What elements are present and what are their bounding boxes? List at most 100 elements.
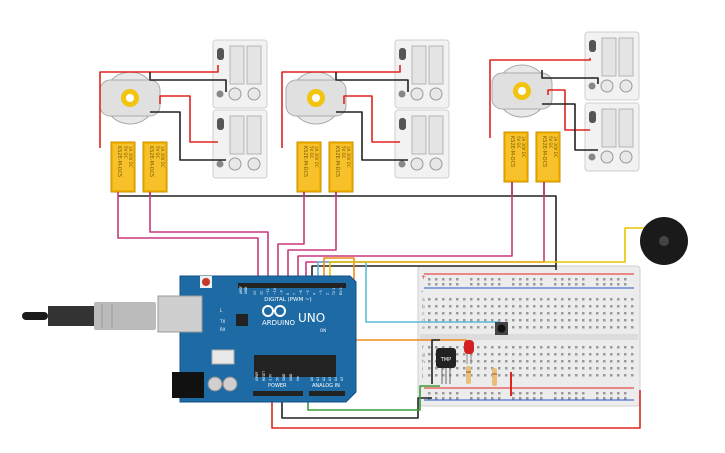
breadboard-hole[interactable] (554, 312, 557, 315)
breadboard-hole[interactable] (498, 305, 501, 308)
breadboard-hole[interactable] (554, 374, 557, 377)
breadboard-hole[interactable] (589, 367, 592, 370)
breadboard-hole[interactable] (533, 392, 536, 395)
breadboard-hole[interactable] (533, 374, 536, 377)
breadboard-hole[interactable] (610, 392, 613, 395)
breadboard-hole[interactable] (442, 392, 445, 395)
breadboard-hole[interactable] (603, 360, 606, 363)
breadboard-hole[interactable] (449, 298, 452, 301)
breadboard-hole[interactable] (491, 392, 494, 395)
breadboard-hole[interactable] (491, 326, 494, 329)
breadboard-hole[interactable] (561, 278, 564, 281)
breadboard-hole[interactable] (526, 367, 529, 370)
breadboard-hole[interactable] (582, 312, 585, 315)
breadboard-hole[interactable] (568, 278, 571, 281)
breadboard-hole[interactable] (617, 346, 620, 349)
breadboard-hole[interactable] (624, 326, 627, 329)
breadboard-hole[interactable] (512, 278, 515, 281)
breadboard-hole[interactable] (610, 305, 613, 308)
breadboard-hole[interactable] (617, 319, 620, 322)
breadboard-hole[interactable] (589, 298, 592, 301)
breadboard-hole[interactable] (526, 283, 529, 286)
breadboard-hole[interactable] (561, 367, 564, 370)
breadboard-hole[interactable] (470, 298, 473, 301)
breadboard-hole[interactable] (624, 283, 627, 286)
breadboard-hole[interactable] (575, 312, 578, 315)
breadboard-hole[interactable] (498, 360, 501, 363)
breadboard-hole[interactable] (512, 319, 515, 322)
breadboard-hole[interactable] (491, 305, 494, 308)
breadboard-hole[interactable] (505, 312, 508, 315)
breadboard-hole[interactable] (561, 298, 564, 301)
breadboard-hole[interactable] (442, 319, 445, 322)
breadboard-hole[interactable] (582, 346, 585, 349)
breadboard-hole[interactable] (456, 397, 459, 400)
breadboard-hole[interactable] (491, 278, 494, 281)
breadboard-hole[interactable] (575, 298, 578, 301)
breadboard-hole[interactable] (554, 353, 557, 356)
breadboard-hole[interactable] (561, 283, 564, 286)
breadboard-hole[interactable] (596, 298, 599, 301)
breadboard-hole[interactable] (610, 353, 613, 356)
breadboard-hole[interactable] (631, 353, 634, 356)
breadboard-hole[interactable] (449, 278, 452, 281)
breadboard-hole[interactable] (624, 353, 627, 356)
breadboard-hole[interactable] (470, 397, 473, 400)
breadboard-hole[interactable] (547, 353, 550, 356)
breadboard-hole[interactable] (533, 305, 536, 308)
breadboard-hole[interactable] (505, 367, 508, 370)
breadboard-hole[interactable] (589, 353, 592, 356)
temperature-sensor[interactable]: TMP (436, 348, 456, 384)
breadboard-hole[interactable] (449, 305, 452, 308)
breadboard-hole[interactable] (512, 326, 515, 329)
breadboard-hole[interactable] (463, 367, 466, 370)
breadboard-hole[interactable] (428, 346, 431, 349)
breadboard-hole[interactable] (603, 298, 606, 301)
breadboard-hole[interactable] (582, 326, 585, 329)
breadboard-hole[interactable] (512, 298, 515, 301)
breadboard-hole[interactable] (519, 298, 522, 301)
breadboard-hole[interactable] (428, 326, 431, 329)
breadboard-hole[interactable] (575, 367, 578, 370)
breadboard-hole[interactable] (617, 278, 620, 281)
breadboard-hole[interactable] (631, 360, 634, 363)
breadboard-hole[interactable] (568, 367, 571, 370)
breadboard-hole[interactable] (505, 374, 508, 377)
breadboard-hole[interactable] (603, 367, 606, 370)
breadboard-hole[interactable] (617, 305, 620, 308)
breadboard-hole[interactable] (463, 326, 466, 329)
breadboard-hole[interactable] (519, 305, 522, 308)
relay[interactable]: KS2E-M-DC5 5V DC 1A 30V DC (503, 131, 529, 183)
power-supply[interactable] (584, 102, 640, 172)
breadboard-hole[interactable] (589, 305, 592, 308)
breadboard-hole[interactable] (463, 305, 466, 308)
breadboard-hole[interactable] (456, 319, 459, 322)
breadboard-hole[interactable] (596, 312, 599, 315)
breadboard-hole[interactable] (484, 326, 487, 329)
breadboard-hole[interactable] (561, 353, 564, 356)
breadboard-hole[interactable] (526, 392, 529, 395)
breadboard-hole[interactable] (554, 326, 557, 329)
breadboard-hole[interactable] (540, 360, 543, 363)
breadboard-hole[interactable] (491, 353, 494, 356)
breadboard-hole[interactable] (610, 326, 613, 329)
breadboard-hole[interactable] (505, 319, 508, 322)
breadboard-hole[interactable] (589, 312, 592, 315)
breadboard-hole[interactable] (540, 319, 543, 322)
breadboard-hole[interactable] (582, 392, 585, 395)
breadboard-hole[interactable] (449, 326, 452, 329)
breadboard-hole[interactable] (540, 397, 543, 400)
breadboard-hole[interactable] (582, 360, 585, 363)
breadboard-hole[interactable] (449, 319, 452, 322)
breadboard-hole[interactable] (484, 319, 487, 322)
breadboard-hole[interactable] (526, 305, 529, 308)
breadboard-hole[interactable] (589, 360, 592, 363)
breadboard-hole[interactable] (435, 283, 438, 286)
breadboard-hole[interactable] (463, 374, 466, 377)
breadboard-hole[interactable] (428, 392, 431, 395)
breadboard-hole[interactable] (582, 374, 585, 377)
breadboard-hole[interactable] (624, 374, 627, 377)
breadboard-hole[interactable] (456, 346, 459, 349)
breadboard-hole[interactable] (477, 353, 480, 356)
breadboard-hole[interactable] (456, 353, 459, 356)
